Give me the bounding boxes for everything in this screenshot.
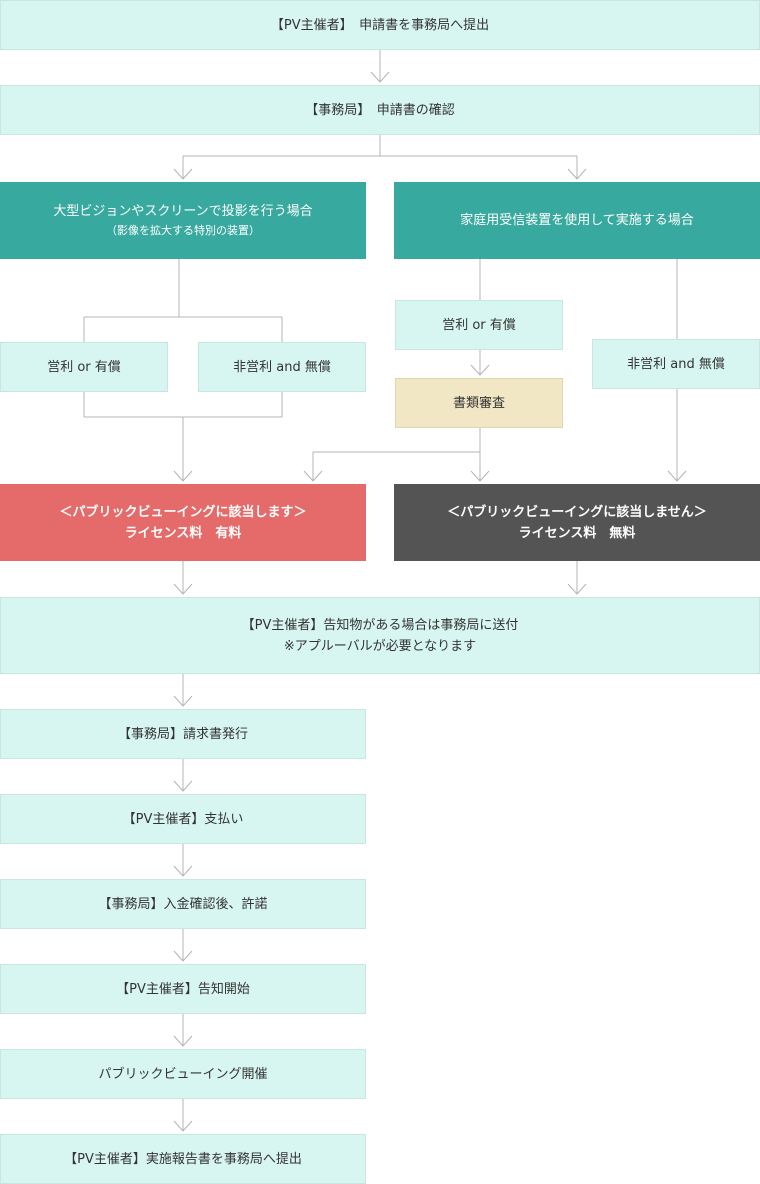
branch-large-screen-label: 大型ビジョンやスクリーンで投影を行う場合 bbox=[53, 204, 313, 219]
branch-home-device-label: 家庭用受信装置を使用して実施する場合 bbox=[460, 213, 694, 228]
step-permission: 【事務局】入金確認後、許諾 bbox=[0, 879, 366, 929]
result-applies-fee: ライセンス料 有料 bbox=[124, 525, 242, 541]
step-send-notice-label: 【PV主催者】告知物がある場合は事務局に送付 bbox=[241, 617, 519, 633]
step-payment-label: 【PV主催者】支払い bbox=[122, 811, 244, 827]
document-review-label: 書類審査 bbox=[452, 395, 505, 411]
step-submit-report: 【PV主催者】実施報告書を事務局へ提出 bbox=[0, 1134, 366, 1184]
step-permission-label: 【事務局】入金確認後、許諾 bbox=[98, 896, 268, 912]
branch-large-screen: 大型ビジョンやスクリーンで投影を行う場合 （影像を拡大する特別の装置） bbox=[0, 182, 366, 259]
right-commercial-box: 営利 or 有償 bbox=[395, 300, 563, 350]
step-invoice-label: 【事務局】請求書発行 bbox=[117, 726, 248, 742]
left-commercial-label: 営利 or 有償 bbox=[47, 359, 121, 375]
right-noncommercial-box: 非営利 and 無償 bbox=[592, 339, 760, 389]
step-payment: 【PV主催者】支払い bbox=[0, 794, 366, 844]
result-not-applies-box: ＜パブリックビューイングに該当しません＞ ライセンス料 無料 bbox=[394, 484, 760, 561]
step-confirm-application-label: 【事務局】 申請書の確認 bbox=[305, 102, 455, 118]
branch-large-screen-note: （影像を拡大する特別の装置） bbox=[106, 224, 260, 237]
document-review-box: 書類審査 bbox=[395, 378, 563, 428]
left-noncommercial-box: 非営利 and 無償 bbox=[198, 342, 366, 392]
step-submit-application: 【PV主催者】 申請書を事務局へ提出 bbox=[0, 0, 760, 50]
step-announce-label: 【PV主催者】告知開始 bbox=[116, 981, 250, 997]
step-invoice: 【事務局】請求書発行 bbox=[0, 709, 366, 759]
step-confirm-application: 【事務局】 申請書の確認 bbox=[0, 85, 760, 135]
left-commercial-box: 営利 or 有償 bbox=[0, 342, 168, 392]
result-applies-box: ＜パブリックビューイングに該当します＞ ライセンス料 有料 bbox=[0, 484, 366, 561]
step-announce: 【PV主催者】告知開始 bbox=[0, 964, 366, 1014]
step-send-notice: 【PV主催者】告知物がある場合は事務局に送付 ※アプルーバルが必要となります bbox=[0, 597, 760, 674]
result-applies-title: ＜パブリックビューイングに該当します＞ bbox=[59, 504, 307, 520]
step-send-notice-note: ※アプルーバルが必要となります bbox=[283, 638, 477, 654]
step-hold-public-viewing-label: パブリックビューイング開催 bbox=[98, 1066, 268, 1082]
result-not-applies-fee: ライセンス料 無料 bbox=[518, 525, 636, 541]
left-noncommercial-label: 非営利 and 無償 bbox=[233, 359, 331, 375]
right-commercial-label: 営利 or 有償 bbox=[442, 317, 516, 333]
right-noncommercial-label: 非営利 and 無償 bbox=[627, 356, 725, 372]
branch-home-device: 家庭用受信装置を使用して実施する場合 bbox=[394, 182, 760, 259]
result-not-applies-title: ＜パブリックビューイングに該当しません＞ bbox=[447, 504, 707, 520]
step-submit-application-label: 【PV主催者】 申請書を事務局へ提出 bbox=[270, 17, 490, 33]
step-submit-report-label: 【PV主催者】実施報告書を事務局へ提出 bbox=[64, 1151, 302, 1167]
step-hold-public-viewing: パブリックビューイング開催 bbox=[0, 1049, 366, 1099]
